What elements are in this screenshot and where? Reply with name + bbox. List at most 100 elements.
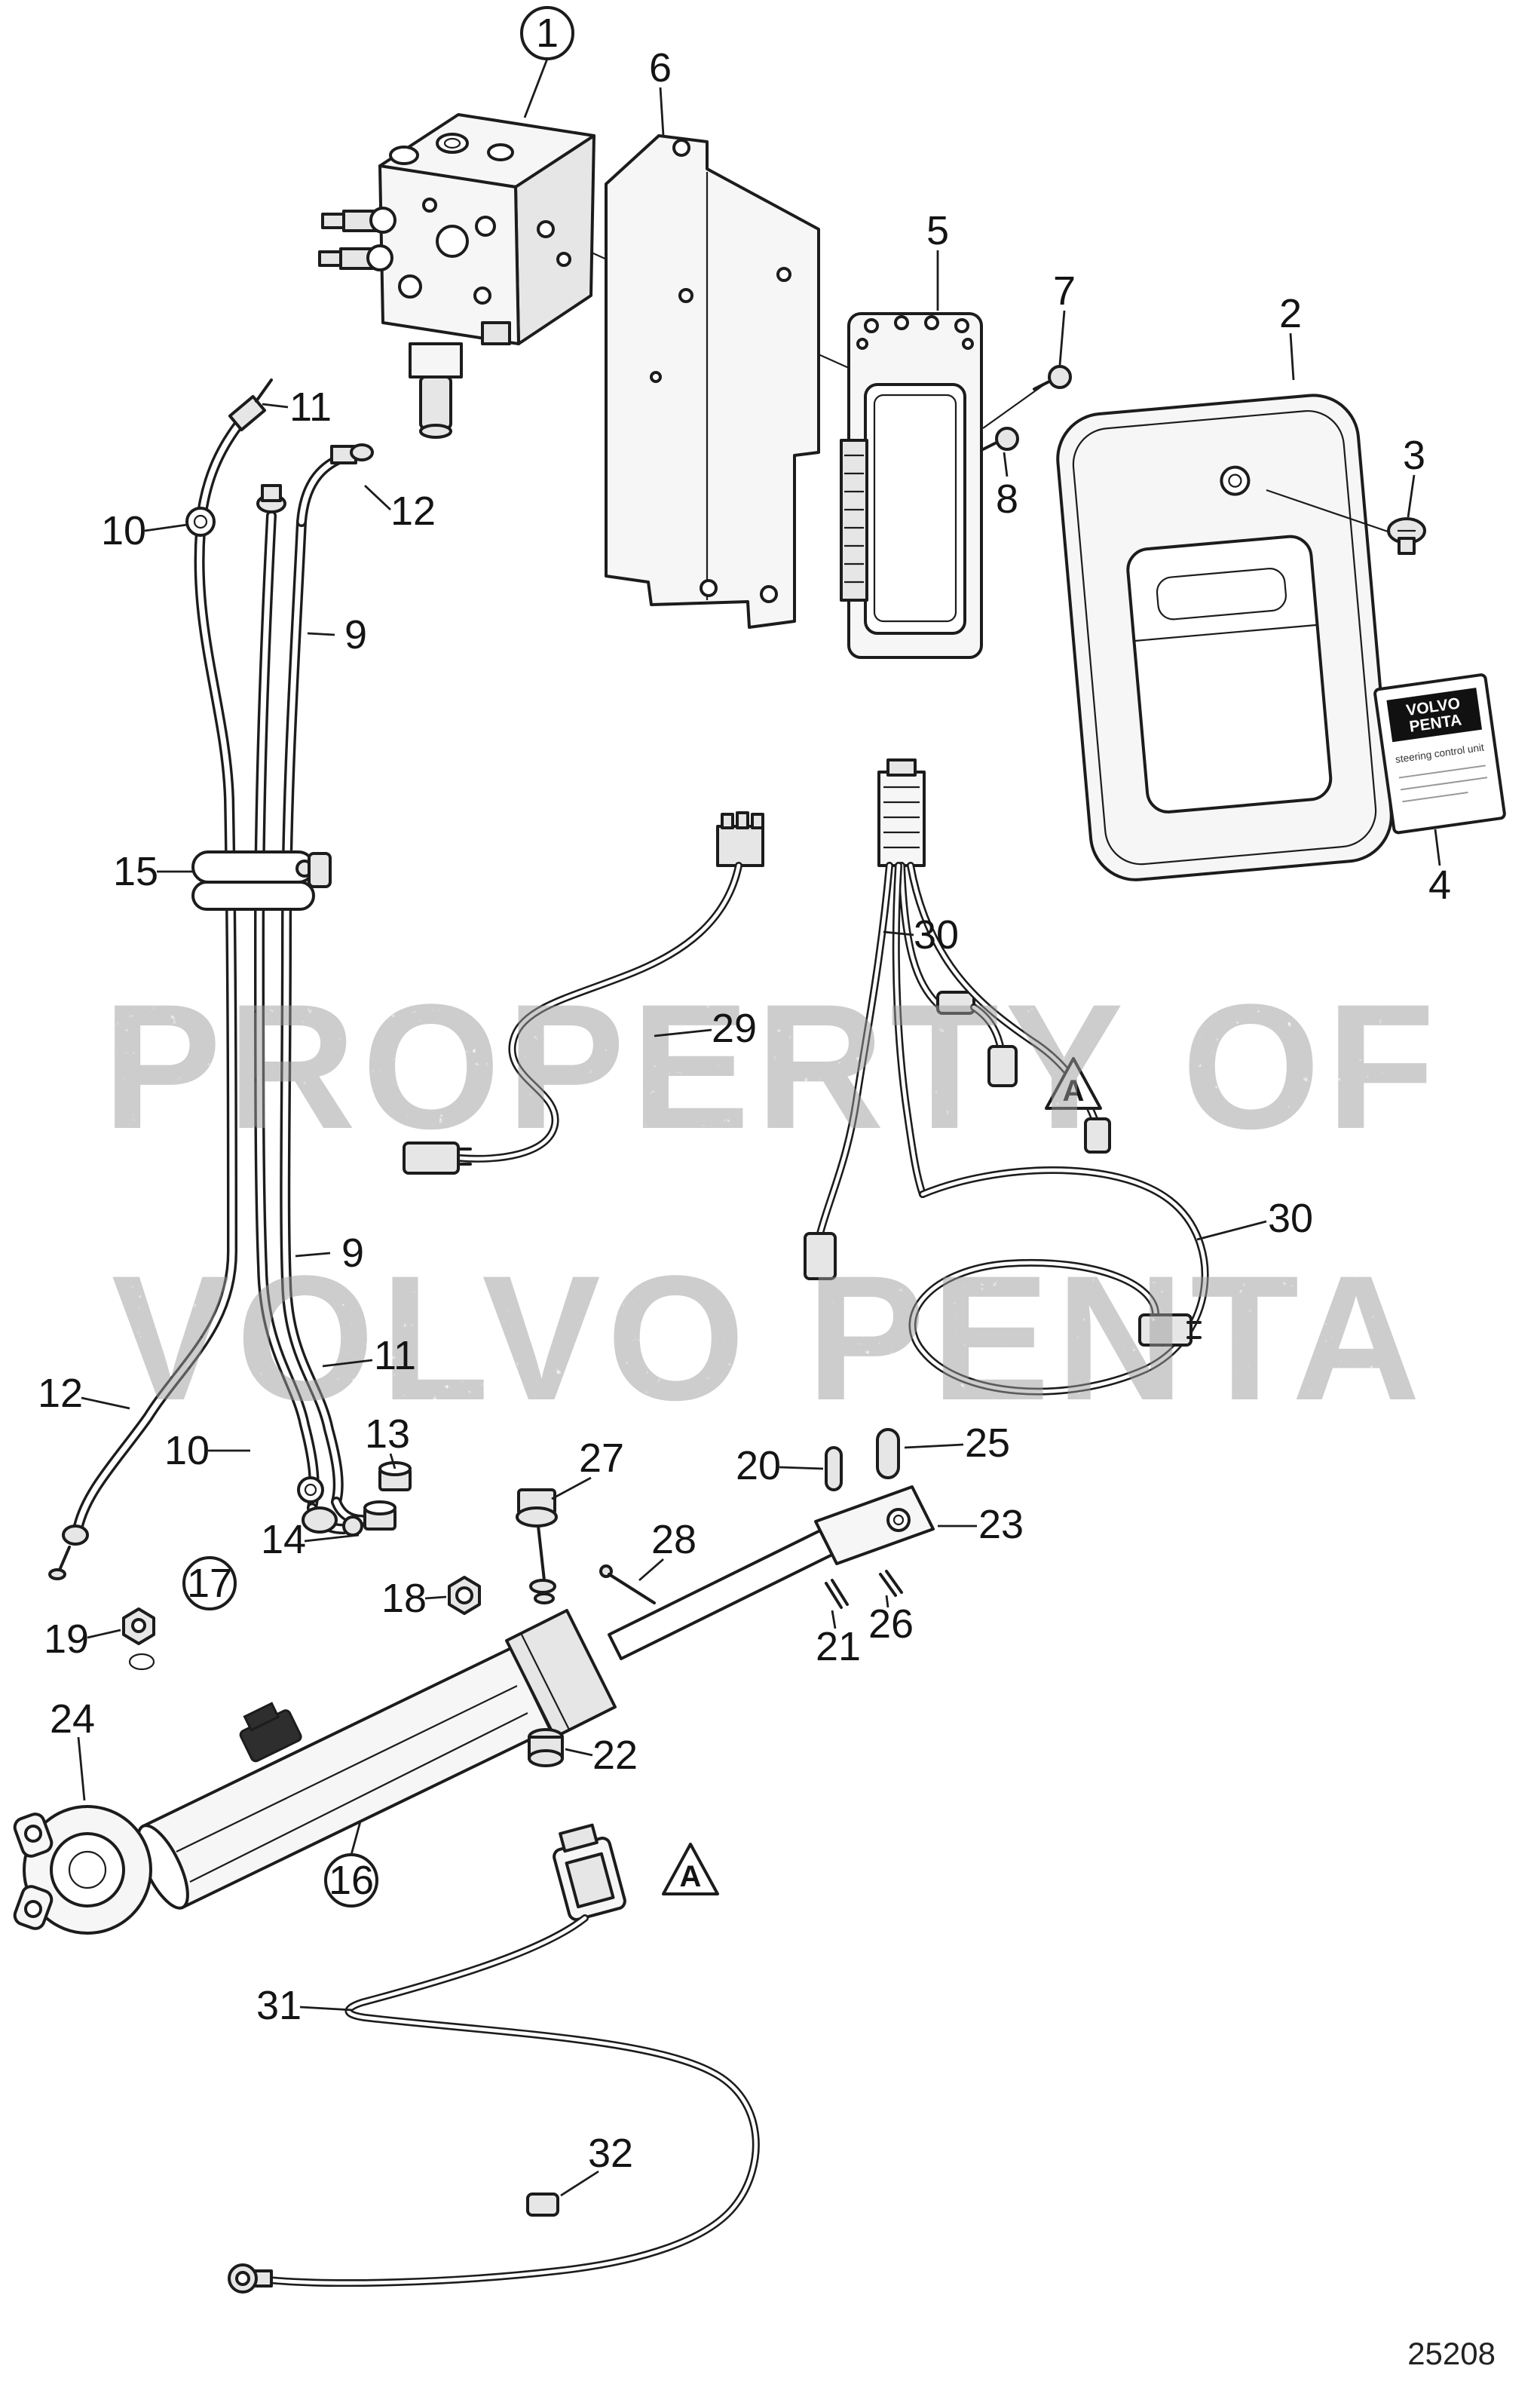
part-harness-30 [804,758,1209,1396]
part-cap-22 [528,1728,564,1767]
watermark: PROPERTY OF VOLVO PENTA [103,967,1440,1438]
warning-triangle-bottom: A [662,1843,719,1895]
callout-9-bottom: 9 [295,1230,364,1276]
callout-12-top: 12 [364,484,436,534]
svg-text:11: 11 [374,1333,416,1378]
part-pin-28 [599,1564,656,1604]
callout-11-bottom: 11 [322,1333,416,1378]
svg-text:A: A [1063,1074,1085,1108]
part-cotter-26 [879,1570,903,1597]
callout-3: 3 [1403,433,1425,518]
svg-text:19: 19 [44,1616,89,1662]
part-bushings [363,1461,412,1531]
svg-text:32: 32 [588,2131,633,2176]
svg-text:17: 17 [187,1561,232,1606]
svg-text:14: 14 [261,1517,306,1562]
callout-26: 26 [868,1595,914,1647]
svg-text:3: 3 [1403,433,1425,478]
svg-text:13: 13 [365,1411,410,1457]
svg-text:20: 20 [736,1443,781,1488]
svg-text:6: 6 [649,45,672,90]
svg-text:24: 24 [50,1696,95,1742]
svg-text:10: 10 [101,508,146,553]
svg-text:25: 25 [965,1420,1010,1466]
callout-29: 29 [654,1006,757,1051]
drawing-number: 25208 [1407,2336,1496,2371]
callout-6: 6 [649,45,672,136]
callout-25: 25 [904,1420,1010,1466]
callout-12-bottom: 12 [38,1371,130,1416]
callout-8: 8 [996,452,1018,522]
svg-text:26: 26 [868,1601,914,1647]
callout-9-top: 9 [307,612,367,657]
callout-31: 31 [256,1983,354,2028]
callout-2: 2 [1279,291,1302,381]
svg-text:12: 12 [390,489,436,534]
screw-reference-line [982,382,1047,429]
part-screw-7 [1033,365,1072,391]
warning-triangle-top: A [1045,1057,1102,1110]
callout-15: 15 [113,849,193,894]
svg-text:10: 10 [164,1428,210,1473]
part-cable-31 [228,1823,760,2294]
callouts: 1 6 5 7 2 3 8 4 [38,6,1451,2197]
svg-text:A: A [680,1860,702,1893]
svg-text:4: 4 [1428,863,1451,908]
callout-11-top: 11 [262,385,332,430]
svg-text:30: 30 [1268,1196,1313,1241]
svg-text:21: 21 [816,1624,861,1669]
svg-text:9: 9 [341,1230,364,1276]
svg-text:18: 18 [381,1576,427,1621]
part-bleed-fitting-27 [516,1488,558,1604]
part-screw-8 [981,427,1019,451]
callout-24: 24 [50,1696,95,1801]
svg-text:11: 11 [289,385,332,430]
callout-27: 27 [551,1436,624,1500]
callout-17: 17 [182,1556,237,1610]
svg-text:29: 29 [712,1006,757,1051]
part-mounting-plate [605,134,820,629]
svg-text:2: 2 [1279,291,1302,336]
svg-text:5: 5 [926,208,949,253]
watermark-line1: PROPERTY OF [103,967,1440,1166]
part-control-unit [840,312,983,659]
callout-20: 20 [736,1443,824,1488]
callout-4: 4 [1428,829,1451,908]
callout-22: 22 [565,1733,638,1778]
part-steering-cylinder [136,1485,935,1910]
callout-1: 1 [520,6,574,118]
part-plug-18 [448,1576,481,1615]
callout-21: 21 [816,1610,861,1669]
svg-text:27: 27 [579,1436,624,1481]
callout-10-top: 10 [101,508,188,553]
callout-10-bottom: 10 [164,1428,250,1473]
callout-19: 19 [44,1616,121,1662]
callout-28: 28 [638,1517,697,1582]
svg-text:31: 31 [256,1983,302,2028]
part-end-bracket [13,1805,152,1935]
svg-text:30: 30 [914,912,959,958]
part-cotter-21 [825,1579,849,1609]
part-pin-25 [876,1428,900,1479]
callout-32: 32 [560,2131,633,2197]
part-fastener [1266,489,1426,555]
part-sticker: VOLVO PENTA steering control unit [1373,673,1506,835]
part-hydraulic-hoses [48,378,412,1580]
cylinder-sensor-connector [239,1702,302,1763]
callout-18: 18 [381,1576,447,1621]
watermark-line2: VOLVO PENTA [112,1239,1427,1438]
svg-text:28: 28 [651,1517,697,1562]
callout-5: 5 [926,208,949,311]
part-pin-20 [825,1446,843,1491]
svg-text:8: 8 [996,477,1018,522]
svg-text:23: 23 [978,1502,1024,1547]
callout-7: 7 [1053,268,1076,366]
part-hose-clamp [191,850,332,911]
svg-text:15: 15 [113,849,158,894]
part-cover [1056,394,1393,881]
callout-14: 14 [261,1517,360,1562]
callout-16: 16 [324,1821,378,1908]
callout-30-top: 30 [883,912,959,958]
